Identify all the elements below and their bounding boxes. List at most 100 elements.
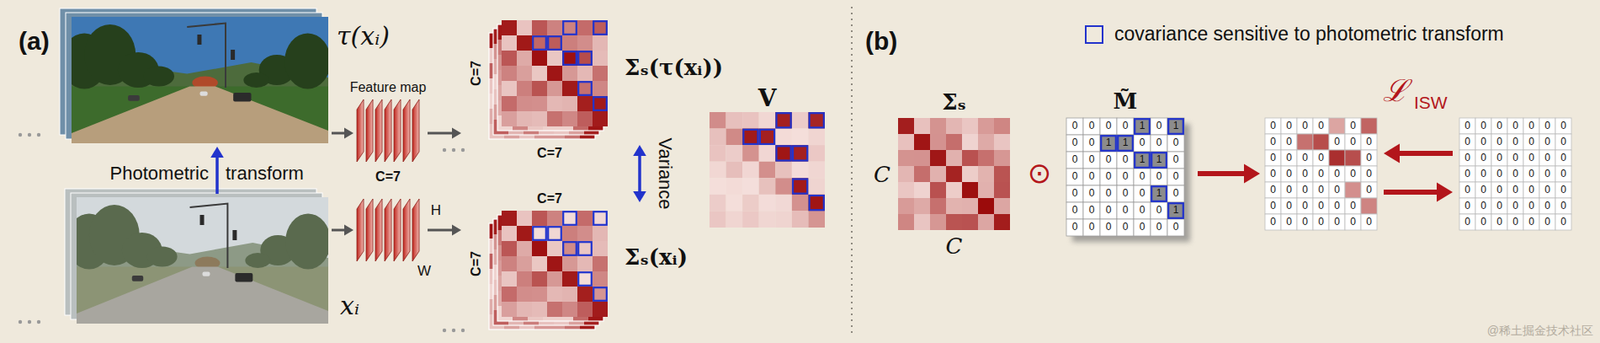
matrix-cell — [709, 128, 727, 146]
loss-symbol: ℒ — [1382, 74, 1409, 108]
sensitive-covariance-box — [776, 145, 791, 160]
ellipsis-dot — [37, 132, 41, 137]
matrix-cell — [1459, 165, 1476, 182]
matrix-entry: 0 — [1318, 120, 1324, 132]
matrix-cell — [1344, 117, 1361, 134]
matrix-cell — [562, 225, 578, 241]
matrix-cell — [726, 144, 744, 162]
matrix-cell — [1265, 213, 1282, 230]
dimension-label: W — [417, 263, 431, 280]
matrix-cell — [930, 133, 947, 150]
ground — [71, 86, 329, 144]
matrix-cell — [759, 177, 777, 195]
matrix-cell — [775, 177, 793, 195]
matrix-entry: 0 — [1512, 216, 1519, 228]
matrix-cell — [592, 20, 608, 36]
matrix-cell — [501, 111, 517, 127]
matrix-label: Σₛ(τ(xᵢ)) — [624, 55, 723, 80]
matrix-cell — [1100, 168, 1117, 186]
sensitive-covariance-box — [1134, 152, 1150, 168]
traffic-light — [230, 49, 235, 60]
matrix-cell — [1507, 181, 1524, 198]
matrix-cell — [994, 181, 1010, 198]
matrix-entry: 0 — [1122, 154, 1129, 165]
matrix-cell — [1133, 134, 1151, 152]
matrix-cell — [1133, 185, 1151, 202]
matrix-cell — [759, 210, 777, 228]
matrix-cell — [1167, 185, 1185, 202]
matrix-entry: 0 — [1105, 154, 1112, 165]
matrix-cell — [946, 165, 963, 182]
matrix-cell — [1167, 117, 1185, 135]
matrix-cell — [1281, 117, 1298, 134]
matrix-cell — [1133, 218, 1151, 236]
matrix-cell — [531, 271, 548, 287]
matrix-entry: 0 — [1464, 120, 1471, 132]
matrix-entry: 0 — [1334, 168, 1340, 180]
matrix-entry: 0 — [1105, 120, 1112, 132]
connector-line — [1396, 150, 1453, 156]
matrix-entry: 0 — [1318, 168, 1324, 180]
matrix-cell — [562, 95, 578, 112]
matrix-entry: 0 — [1480, 216, 1487, 228]
connector-arrow — [1197, 164, 1260, 184]
matrix-cell — [1066, 168, 1084, 186]
feature-slice — [384, 198, 392, 261]
street-photo — [71, 16, 329, 144]
matrix-cell — [1344, 213, 1361, 230]
matrix-cell — [1133, 201, 1151, 219]
matrix-entry: 0 — [1544, 168, 1551, 180]
sky — [76, 196, 329, 324]
feature-slice — [366, 198, 373, 261]
matrix-cell — [562, 111, 578, 127]
matrix-cell — [577, 50, 593, 66]
matrix-entry: 0 — [1105, 170, 1112, 182]
matrix-cell — [1507, 149, 1524, 166]
matrix-entry: 0 — [1350, 120, 1356, 132]
matrix-cell — [1360, 133, 1377, 150]
matrix-entry: 0 — [1512, 200, 1519, 212]
matrix-frame — [497, 214, 604, 321]
matrix-entry: 0 — [1173, 170, 1180, 182]
matrix-cell — [1491, 165, 1508, 182]
matrix-cell — [898, 117, 915, 134]
matrix-entry: 0 — [1105, 221, 1112, 233]
matrix-cell — [547, 65, 563, 81]
arrow-label: transform — [225, 163, 304, 184]
matrix-cell — [1328, 117, 1345, 134]
matrix-cell — [742, 194, 760, 212]
connector-line — [331, 132, 346, 135]
tree — [244, 252, 271, 268]
matrix-frame — [489, 32, 596, 139]
matrix-entry: 0 — [1512, 120, 1519, 132]
matrix-entry: 0 — [1156, 137, 1163, 149]
matrix-entry: 0 — [1366, 152, 1372, 164]
matrix-entry: 0 — [1528, 168, 1535, 180]
matrix-entry: 0 — [1528, 136, 1535, 148]
matrix-cell — [1328, 165, 1345, 182]
matrix-cell — [516, 111, 532, 127]
matrix-cell — [978, 165, 995, 182]
matrix-cell — [562, 210, 578, 226]
matrix-entry: 1 — [1105, 137, 1112, 149]
matrix-cell — [792, 128, 809, 146]
matrix-cell — [994, 213, 1010, 230]
matrix-entry: 0 — [1089, 154, 1096, 165]
matrix-cell — [1507, 133, 1524, 150]
matrix-entry: 0 — [1302, 184, 1308, 196]
tree — [143, 66, 175, 87]
matrix-cell — [1116, 134, 1134, 152]
matrix-cell — [978, 213, 995, 230]
matrix-cell — [1360, 149, 1377, 166]
feature-slice — [384, 99, 392, 162]
matrix-entry: 0 — [1173, 154, 1180, 165]
drop-shadow — [1072, 123, 1191, 242]
tree — [285, 213, 329, 270]
sensitive-covariance-box — [1168, 202, 1184, 218]
matrix-cell — [709, 111, 727, 129]
matrix-cell — [1100, 134, 1117, 152]
matrix-cell — [562, 50, 578, 66]
dimension-label: C=7 — [468, 60, 484, 86]
matrix-cell — [1344, 165, 1361, 182]
feature-slice — [393, 99, 401, 162]
